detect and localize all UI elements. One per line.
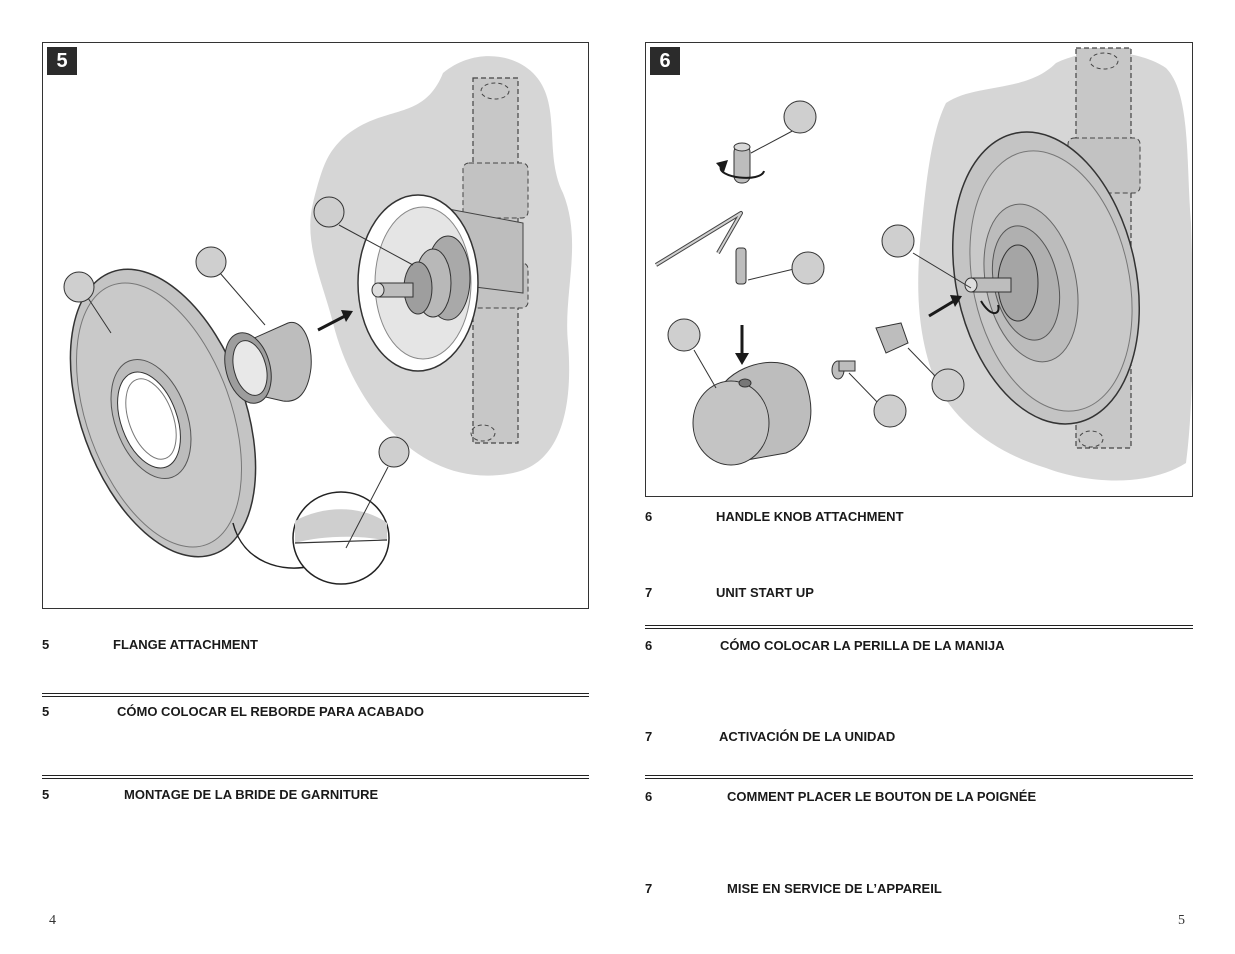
callout-circle — [791, 251, 825, 285]
callout-circle — [63, 271, 95, 303]
section-number: 5 — [42, 637, 50, 652]
section-heading: 6 HANDLE KNOB ATTACHMENT — [645, 509, 945, 525]
section-heading: 7 UNIT START UP — [645, 585, 845, 601]
section-heading: 5 CÓMO COLOCAR EL REBORDE PARA ACABADO — [42, 704, 462, 720]
callout-circle — [931, 368, 965, 402]
figure-5-flange-attachment: 5 — [42, 42, 589, 609]
section-number: 7 — [645, 729, 653, 744]
section-number: 6 — [645, 638, 653, 653]
section-heading: 7 MISE EN SERVICE DE L’APPAREIL — [645, 881, 975, 897]
section-title: CÓMO COLOCAR EL REBORDE PARA ACABADO — [117, 704, 424, 719]
section-number: 6 — [645, 509, 653, 524]
figure-6-handle-knob-attachment: 6 — [645, 42, 1193, 497]
callout-circle — [783, 100, 817, 134]
callout-circle — [378, 436, 410, 468]
section-heading: 7 ACTIVACIÓN DE LA UNIDAD — [645, 729, 925, 745]
section-title: UNIT START UP — [716, 585, 814, 600]
set-screw — [735, 247, 747, 285]
section-heading: 6 COMMENT PLACER LE BOUTON DE LA POIGNÉE — [645, 789, 1085, 805]
callout-circle — [881, 224, 915, 258]
callout-circle — [667, 318, 701, 352]
section-number: 5 — [42, 787, 50, 802]
flange-illustration — [63, 56, 573, 585]
callout-circle — [195, 246, 227, 278]
page-number: 5 — [1178, 913, 1185, 928]
section-title: ACTIVACIÓN DE LA UNIDAD — [719, 729, 896, 744]
section-number: 6 — [645, 789, 653, 804]
section-title: CÓMO COLOCAR LA PERILLA DE LA MANIJA — [720, 638, 1005, 653]
adapter — [875, 322, 909, 354]
section-divider — [42, 775, 589, 779]
section-heading: 6 CÓMO COLOCAR LA PERILLA DE LA MANIJA — [645, 638, 1045, 654]
section-title: FLANGE ATTACHMENT — [113, 637, 258, 652]
handle-knob-illustration — [654, 47, 1192, 481]
section-number: 5 — [42, 704, 50, 719]
step-number-badge: 5 — [47, 47, 77, 75]
section-number: 7 — [645, 585, 653, 600]
callout-circle — [873, 394, 907, 428]
section-divider — [42, 693, 589, 697]
section-title: MISE EN SERVICE DE L’APPAREIL — [727, 881, 942, 896]
page-number: 4 — [49, 913, 56, 928]
section-heading: 5 FLANGE ATTACHMENT — [42, 637, 342, 653]
section-title: HANDLE KNOB ATTACHMENT — [716, 509, 904, 524]
section-title: COMMENT PLACER LE BOUTON DE LA POIGNÉE — [727, 789, 1037, 804]
section-divider — [645, 775, 1193, 779]
step-number-badge: 6 — [650, 47, 680, 75]
section-number: 7 — [645, 881, 653, 896]
section-divider — [645, 625, 1193, 629]
section-title: MONTAGE DE LA BRIDE DE GARNITURE — [124, 787, 379, 802]
section-heading: 5 MONTAGE DE LA BRIDE DE GARNITURE — [42, 787, 422, 803]
callout-circle — [313, 196, 345, 228]
